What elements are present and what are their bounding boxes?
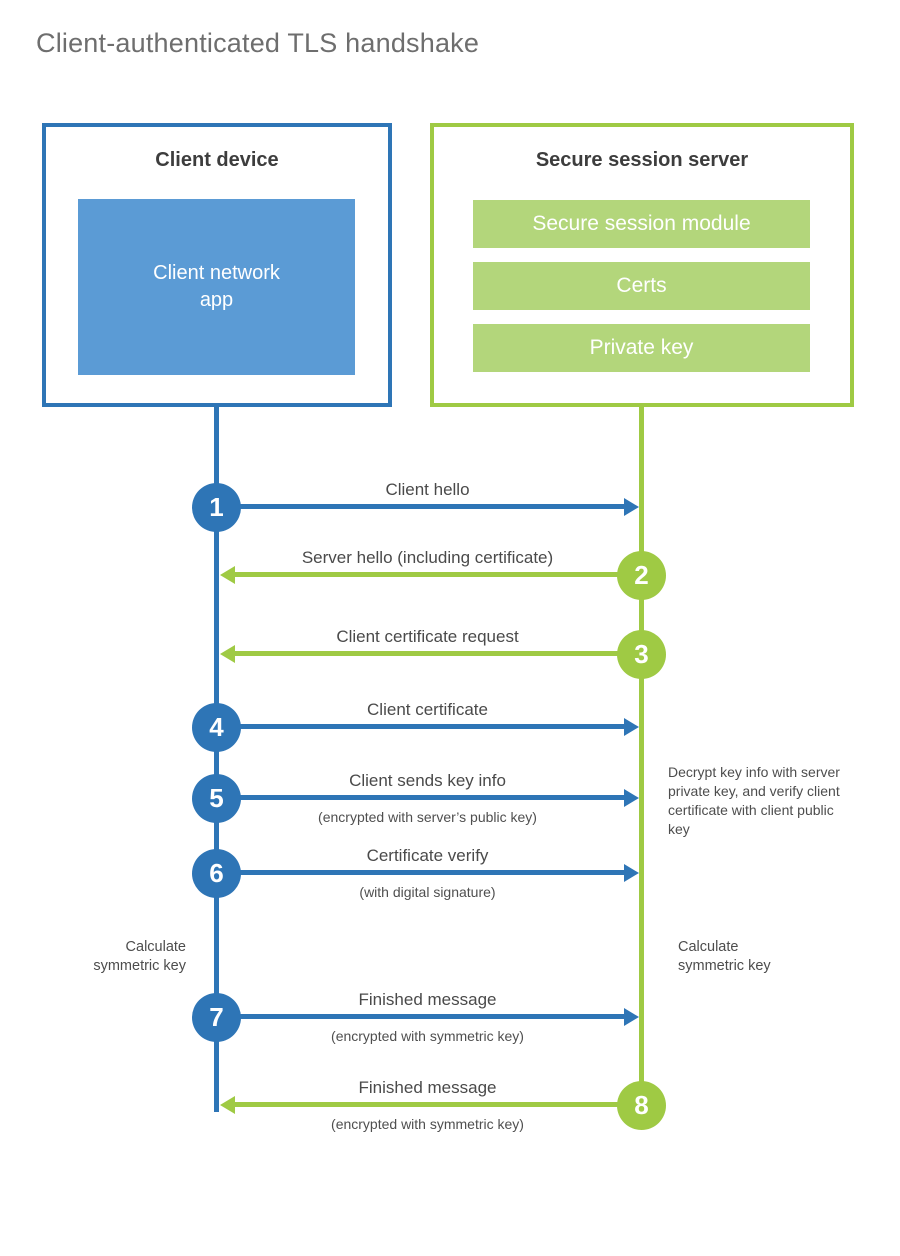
step-circle-7: 7 <box>192 993 241 1042</box>
step-number: 4 <box>209 712 224 742</box>
arrowhead-right-icon <box>624 718 639 736</box>
step-circle-1: 1 <box>192 483 241 532</box>
arrowhead-right-icon <box>624 789 639 807</box>
message-label-step-8: Finished message <box>358 1078 497 1097</box>
server-private-key-bar: Private key <box>473 324 810 372</box>
server-module-bar: Secure session module <box>473 200 810 248</box>
client-network-app-label: Client network app <box>153 262 280 311</box>
step-number: 5 <box>209 783 224 813</box>
step-number: 7 <box>209 1002 224 1032</box>
arrow-line-step-3 <box>235 651 639 656</box>
message-label-step-2: Server hello (including certificate) <box>301 548 554 567</box>
message-sublabel-step-5: (encrypted with server’s public key) <box>318 809 537 825</box>
arrow-line-step-1 <box>217 504 624 509</box>
arrowhead-right-icon <box>624 1008 639 1026</box>
step-number: 8 <box>634 1090 649 1120</box>
page-title: Client-authenticated TLS handshake <box>36 28 480 58</box>
server-title: Secure session server <box>535 149 749 171</box>
server-lifeline <box>639 407 644 1129</box>
arrowhead-left-icon <box>220 566 235 584</box>
server-certs-bar: Certs <box>473 262 810 310</box>
step-circle-8: 8 <box>617 1081 666 1130</box>
step-circle-3: 3 <box>617 630 666 679</box>
step-circle-2: 2 <box>617 551 666 600</box>
arrow-line-step-8 <box>235 1102 639 1107</box>
client-lifeline <box>214 407 219 1112</box>
arrowhead-right-icon <box>624 498 639 516</box>
arrowhead-left-icon <box>220 1096 235 1114</box>
client-network-app-box: Client network app <box>78 199 355 375</box>
message-sublabel-step-7: (encrypted with symmetric key) <box>331 1028 524 1044</box>
step-number: 1 <box>209 492 224 522</box>
server-decrypt-note: Decrypt key info with server private key… <box>668 764 840 837</box>
message-label-step-5: Client sends key info <box>349 771 506 790</box>
step-number: 2 <box>634 560 649 590</box>
arrow-line-step-2 <box>235 572 639 577</box>
message-sublabel-step-8: (encrypted with symmetric key) <box>331 1116 524 1132</box>
message-label-step-3: Client certificate request <box>336 627 519 646</box>
message-label-step-6: Certificate verify <box>366 846 489 865</box>
message-label-step-4: Client certificate <box>367 700 488 719</box>
step-number: 3 <box>634 639 649 669</box>
arrow-line-step-4 <box>217 724 624 729</box>
server-calculate-note: Calculate symmetric key <box>678 939 771 974</box>
step-circle-4: 4 <box>192 703 241 752</box>
step-number: 6 <box>209 858 224 888</box>
arrowhead-right-icon <box>624 864 639 882</box>
arrowhead-left-icon <box>220 645 235 663</box>
arrow-line-step-5 <box>217 795 624 800</box>
arrow-line-step-6 <box>217 870 624 875</box>
message-label-step-1: Client hello <box>385 480 470 499</box>
client-device-title: Client device <box>155 149 279 171</box>
message-sublabel-step-6: (with digital signature) <box>359 884 496 900</box>
message-label-step-7: Finished message <box>358 990 497 1009</box>
arrow-line-step-7 <box>217 1014 624 1019</box>
step-circle-5: 5 <box>192 774 241 823</box>
client-calculate-note: Calculate symmetric key <box>93 939 186 974</box>
step-circle-6: 6 <box>192 849 241 898</box>
